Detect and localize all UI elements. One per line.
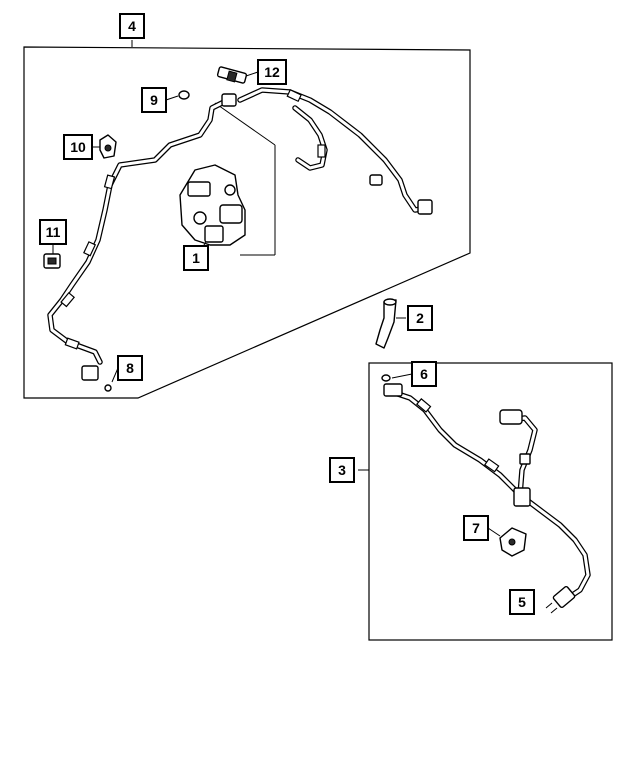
callout-9: 9 — [141, 87, 167, 113]
callout-12: 12 — [257, 59, 287, 85]
svg-text:3: 3 — [338, 462, 346, 478]
callout-5: 5 — [509, 589, 535, 615]
callout-leaders — [52, 95, 501, 537]
guide-lines — [214, 102, 276, 256]
svg-text:2: 2 — [416, 310, 424, 326]
svg-text:8: 8 — [126, 360, 134, 376]
svg-text:5: 5 — [518, 594, 526, 610]
svg-text:6: 6 — [420, 366, 428, 382]
seal-part-5 — [545, 602, 558, 614]
svg-text:10: 10 — [70, 139, 86, 155]
callout-1: 1 — [183, 245, 209, 271]
callout-7: 7 — [463, 515, 489, 541]
o-ring-part-6 — [381, 374, 391, 382]
clip-part-10 — [99, 134, 117, 159]
callout-8: 8 — [117, 355, 143, 381]
svg-text:4: 4 — [128, 18, 136, 34]
callout-3: 3 — [329, 457, 355, 483]
callout-2: 2 — [407, 305, 433, 331]
bracket-part-11 — [43, 253, 61, 269]
svg-text:9: 9 — [150, 92, 158, 108]
assembly-3-frame — [358, 362, 613, 641]
assembly-4-frame — [23, 40, 471, 399]
svg-text:1: 1 — [192, 250, 200, 266]
ac-line-assembly-3 — [383, 383, 591, 609]
callout-10: 10 — [63, 134, 93, 160]
ac-hose-assembly — [47, 87, 433, 381]
clip-part-7 — [499, 527, 527, 557]
fitting-part-2 — [375, 298, 406, 349]
callout-6: 6 — [411, 361, 437, 387]
o-ring-part-8 — [104, 384, 112, 392]
o-ring-part-9 — [178, 90, 190, 100]
svg-text:12: 12 — [264, 64, 280, 80]
callout-11: 11 — [39, 219, 67, 245]
svg-text:7: 7 — [472, 520, 480, 536]
svg-text:11: 11 — [46, 224, 61, 240]
valve-block-part-1 — [179, 164, 246, 249]
sensor-part-12 — [216, 66, 259, 84]
callout-4: 4 — [119, 13, 145, 39]
